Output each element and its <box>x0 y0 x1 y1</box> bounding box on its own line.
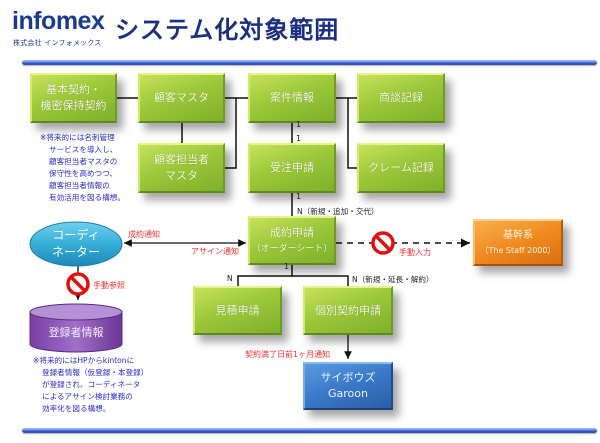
footer-divider <box>22 428 597 433</box>
complaint-record-label: クレーム記録 <box>368 161 434 174</box>
edge-contract-to-individual <box>292 275 349 286</box>
individual-contract-request-label: 個別契約申請 <box>315 303 381 317</box>
note-line: ※将来的にはHPからkintonに <box>33 356 135 365</box>
basic-contract-line1: 基本契約・ <box>46 83 101 96</box>
negotiation-record-label: 商談記録 <box>379 91 423 104</box>
estimate-request-label: 見積申請 <box>215 303 260 317</box>
negotiation-record-node[interactable]: 商談記録 <box>357 73 445 123</box>
garoon-line2: Garoon <box>328 387 368 400</box>
customer-contact-master-line2: マスタ <box>165 169 198 182</box>
assign-notice-label: アサイン通知 <box>191 247 239 256</box>
project-info-label: 案件情報 <box>270 91 314 104</box>
note-line: サービスを導入し、 <box>49 145 118 154</box>
prohibited-icon <box>371 231 395 255</box>
note-line: ※将来的には名刺管理 <box>40 133 115 142</box>
note-kintone: ※将来的にはHPからkintonに 登録者情報（仮登録・本登録） が登録され、コ… <box>33 355 148 415</box>
registrant-info-label: 登録者情報 <box>48 326 104 339</box>
expiry-notice-label: 契約満了日前1ヶ月通知 <box>245 350 331 359</box>
basic-contract-line2: 機密保持契約 <box>40 99 107 112</box>
note-line: 顧客担当者情報の <box>49 181 110 190</box>
edge-project-to-complaint <box>347 98 357 169</box>
contract-notice-label: 成約通知 <box>128 230 160 239</box>
note-business-card: ※将来的には名刺管理 サービスを導入し、 顧客担当者マスタの 保守性を高めつつ、… <box>40 132 125 204</box>
manual-input-label: 手動入力 <box>399 248 431 257</box>
cardinality-label: 1 <box>284 262 290 271</box>
cardinality-label: 1 <box>296 134 302 143</box>
note-line: によるアサイン検討業務の <box>42 392 133 401</box>
contract-request-line2: （オーダーシート） <box>251 243 333 254</box>
prohibited-icon <box>66 272 90 296</box>
note-line: が登録され、コーディネータ <box>42 380 141 389</box>
page-title: システム化対象範囲 <box>115 16 340 44</box>
contract-request-line1: 成約申請 <box>270 225 314 239</box>
garoon-line1: サイボウズ <box>320 371 376 384</box>
coordinator-node[interactable]: コーディ ネーター <box>30 222 122 266</box>
core-system-line1: 基幹系 <box>503 229 533 241</box>
company-logo: infomex <box>12 7 105 35</box>
coordinator-node-shape <box>29 221 123 267</box>
manual-reference-label: 手動参照 <box>93 281 125 290</box>
core-system-node[interactable]: 基幹系 （The Staff 2000） <box>473 219 563 266</box>
customer-contact-master-line1: 顧客担当者 <box>154 153 209 166</box>
contract-cardinality-label: N（新規・追加・交代） <box>297 207 379 216</box>
note-line: 保守性を高めつつ、 <box>49 169 118 178</box>
estimate-request-node[interactable]: 見積申請 <box>193 286 282 335</box>
individual-cardinality-label: N（新規・延長・解約） <box>352 275 434 284</box>
edge-contact-to-project <box>225 98 237 169</box>
company-logo-subtext: 株式会社 インフォメックス <box>13 39 102 47</box>
note-line: 有効活用を図る構想。 <box>49 193 125 202</box>
note-line: 顧客担当者マスタの <box>49 157 118 166</box>
note-line: 登録者情報（仮登録・本登録） <box>42 368 149 377</box>
cardinality-label: 1 <box>296 192 302 201</box>
registrant-database-shape <box>29 303 123 353</box>
note-line: 効率化を図る構想。 <box>42 404 111 413</box>
basic-contract-node[interactable]: 基本契約・ 機密保持契約 <box>30 73 117 123</box>
header-divider <box>22 60 597 65</box>
contract-request-node[interactable]: 成約申請 （オーダーシート） <box>248 216 336 265</box>
order-request-node[interactable]: 受注申請 <box>248 143 336 193</box>
cardinality-label: 1 <box>296 120 302 129</box>
coordinator-line2: ネーター <box>51 245 100 259</box>
coordinator-line1: コーディ <box>52 228 100 242</box>
complaint-record-node[interactable]: クレーム記録 <box>357 143 445 193</box>
garoon-node[interactable]: サイボウズ Garoon <box>303 362 393 410</box>
estimate-cardinality-label: N <box>227 274 233 283</box>
individual-contract-request-node[interactable]: 個別契約申請 <box>303 286 393 335</box>
project-info-node[interactable]: 案件情報 <box>248 73 336 123</box>
customer-master-node[interactable]: 顧客マスタ <box>138 73 225 123</box>
order-request-label: 受注申請 <box>270 161 314 174</box>
core-system-line2: （The Staff 2000） <box>480 245 556 255</box>
registrant-info-node[interactable]: 登録者情報 <box>30 318 122 346</box>
edge-contract-to-estimate <box>237 265 293 286</box>
customer-contact-master-node[interactable]: 顧客担当者 マスタ <box>138 143 225 193</box>
customer-master-label: 顧客マスタ <box>154 91 209 104</box>
